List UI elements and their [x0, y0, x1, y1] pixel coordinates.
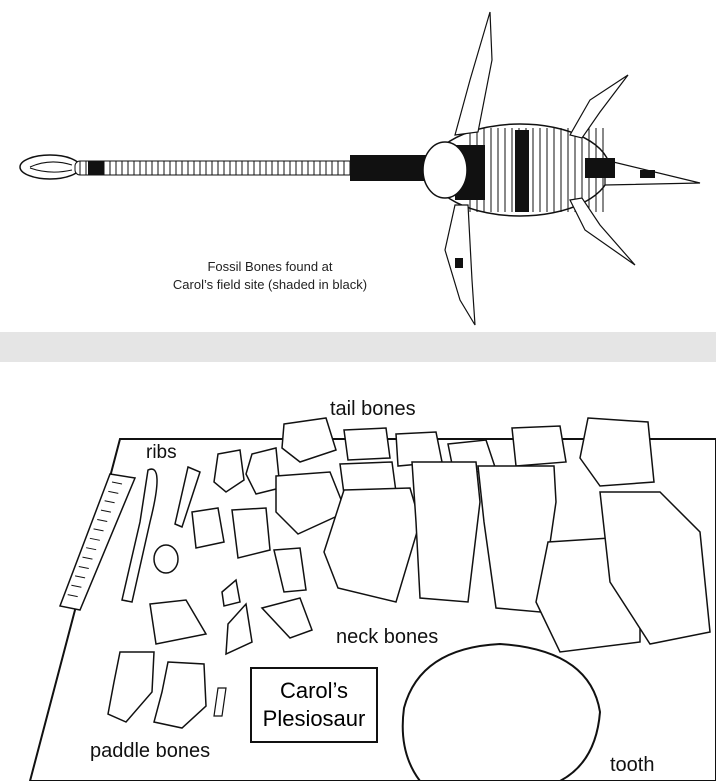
label-neck-bones: neck bones	[336, 626, 438, 649]
small-bone-3	[192, 508, 224, 548]
shaded-neck-bone	[88, 161, 104, 175]
shaded-neck-bones	[350, 155, 430, 181]
panel-divider	[0, 332, 716, 362]
shaded-tail-bone	[640, 170, 655, 178]
title-line-1: Carol’s	[252, 677, 376, 705]
caption-line-1: Fossil Bones found at	[150, 258, 390, 276]
label-tail-bones: tail bones	[330, 398, 416, 421]
front-left-paddle	[455, 12, 492, 135]
shaded-paddle-bone	[455, 258, 463, 268]
rear-left-paddle	[570, 75, 628, 138]
shoulder-girdle	[423, 142, 467, 198]
neck-vertebrae	[75, 161, 355, 175]
tail-bone-5	[512, 426, 566, 466]
title-line-2: Plesiosaur	[252, 705, 376, 733]
tail-bone-2	[344, 428, 390, 460]
tail-bone-3	[396, 432, 442, 466]
label-paddle-bones: paddle bones	[90, 740, 210, 763]
skeleton-caption: Fossil Bones found at Carol’s field site…	[150, 258, 390, 294]
small-bone-4	[232, 508, 270, 558]
skeleton-panel: Fossil Bones found at Carol’s field site…	[0, 0, 716, 332]
fossil-bones-panel: tail bones ribs neck bones paddle bones …	[0, 362, 716, 781]
shaded-vertebrae	[515, 130, 529, 212]
label-tooth: tooth	[610, 754, 654, 777]
neck-bone-2	[412, 462, 480, 602]
tooth	[403, 644, 600, 781]
shaded-tail-bones	[585, 158, 615, 178]
caption-line-2: Carol’s field site (shaded in black)	[150, 276, 390, 294]
skull	[20, 155, 80, 179]
title-box: Carol’s Plesiosaur	[250, 667, 378, 743]
small-bone-5	[154, 545, 178, 573]
label-ribs: ribs	[146, 442, 177, 464]
